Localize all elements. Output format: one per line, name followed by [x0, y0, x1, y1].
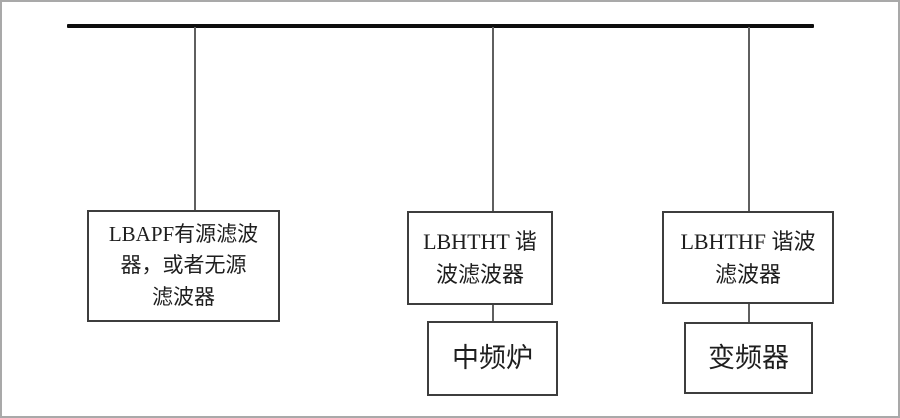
connector-bus-to-left-filter	[194, 27, 196, 210]
connector-bus-to-mid-filter	[492, 27, 494, 211]
node-right-load: 变频器	[684, 322, 813, 394]
connector-mid-filter-to-mid-load	[492, 305, 494, 322]
node-right-filter: LBHTHF 谐波 滤波器	[662, 211, 834, 304]
node-mid-filter-label-line2: 波滤波器	[435, 262, 524, 287]
node-mid-filter-label-line1: LBHTHT 谐	[423, 229, 537, 254]
node-left-filter-label-line3: 滤波器	[152, 284, 215, 309]
node-mid-load: 中频炉	[427, 321, 558, 396]
node-left-filter-label-line2: 器，或者无源	[120, 253, 247, 278]
node-left-filter: LBAPF有源滤波 器，或者无源 滤波器	[87, 210, 280, 322]
connector-right-filter-to-right-load	[748, 304, 750, 322]
node-right-load-label: 变频器	[708, 342, 789, 373]
node-right-filter-label-line1: LBHTHF 谐波	[680, 228, 816, 254]
node-mid-load-label: 中频炉	[452, 343, 533, 374]
node-left-filter-label-line1: LBAPF有源滤波	[108, 221, 259, 246]
power-bus-line	[67, 24, 814, 28]
connector-bus-to-right-filter	[748, 27, 750, 211]
node-right-filter-label-line2: 滤波器	[714, 261, 781, 287]
node-mid-filter: LBHTHT 谐 波滤波器	[407, 211, 553, 305]
